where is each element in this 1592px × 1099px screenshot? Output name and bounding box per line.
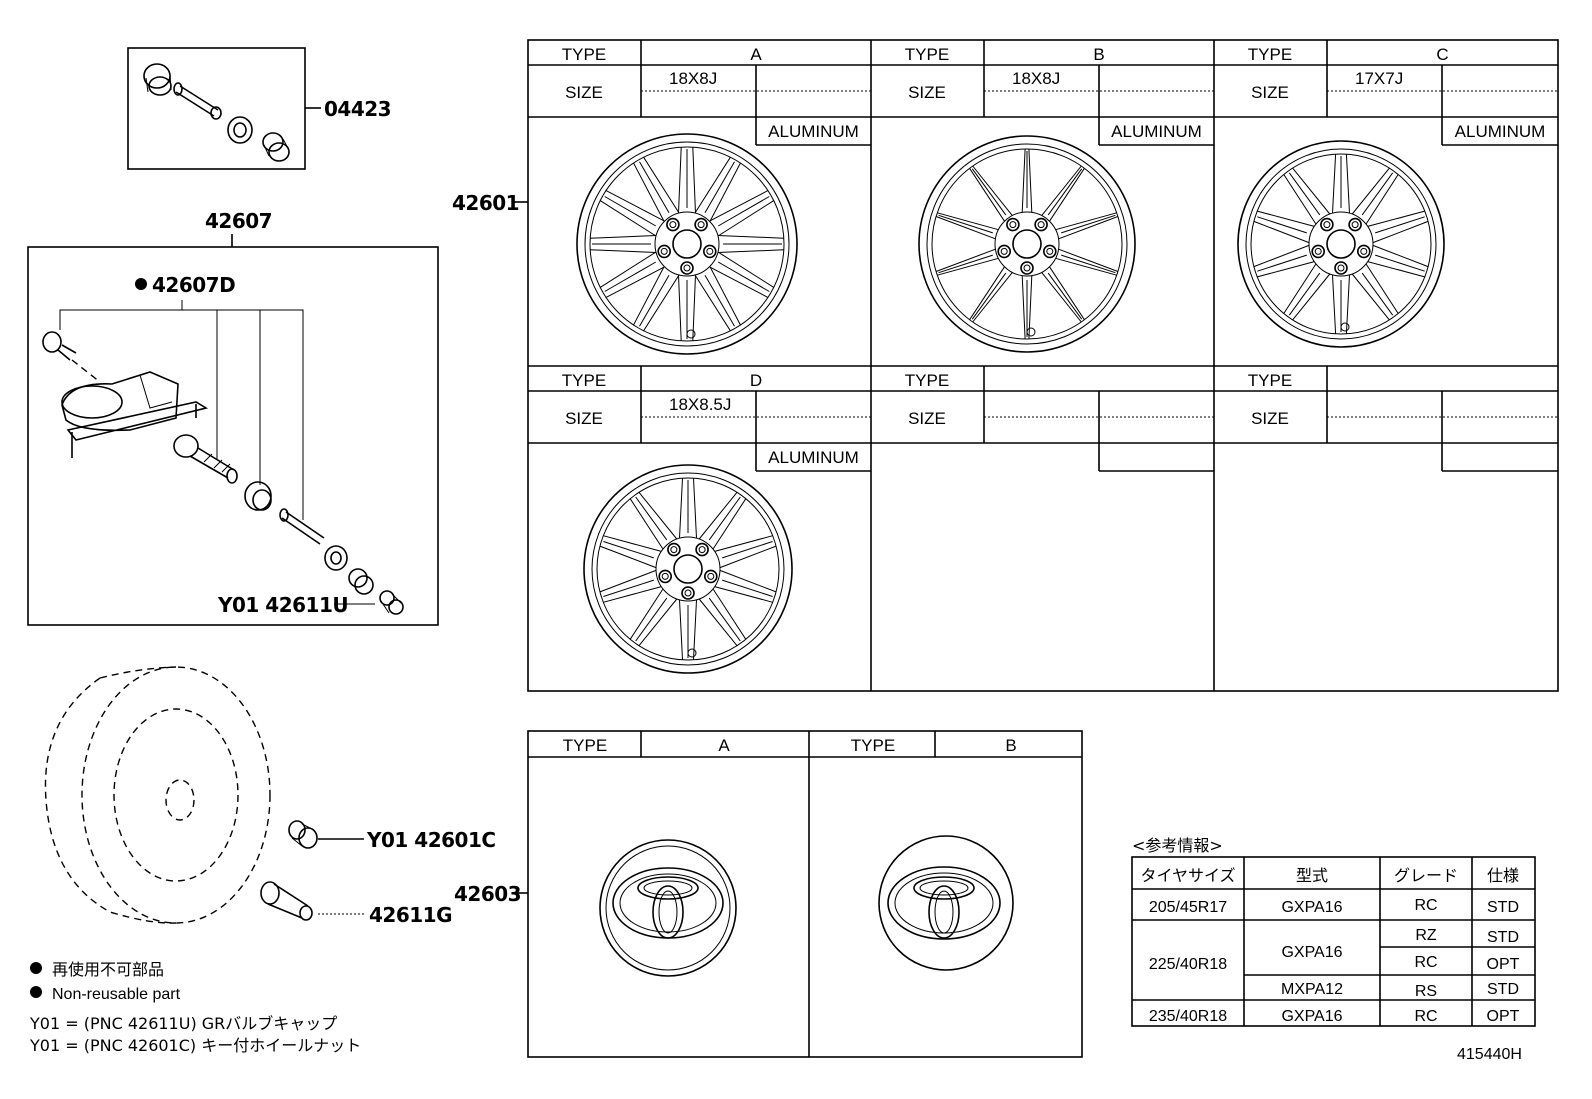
wheel-type-label: TYPE (562, 371, 606, 390)
ref-r0-model: GXPA16 (1281, 899, 1342, 916)
part-04423-label[interactable]: 04423 (324, 97, 392, 121)
cap-type-table (527, 730, 1083, 1058)
ref-r0-tire: 205/45R17 (1149, 899, 1227, 916)
ref-r2-grade: RC (1414, 954, 1437, 971)
wheel-type-label: TYPE (905, 45, 949, 64)
wheel-material-value: ALUMINUM (1455, 122, 1546, 141)
wheel-type-c (1237, 140, 1445, 348)
valve-kit-04423-box (127, 47, 321, 170)
wheel-type-label: TYPE (1248, 371, 1292, 390)
wheel-type-value: C (1436, 45, 1448, 64)
part-42611U-label[interactable]: Y01 42611U (217, 593, 349, 617)
wheel-type-label: TYPE (1248, 45, 1292, 64)
ref-r1-spec: STD (1487, 929, 1519, 946)
ref-r1-model: GXPA16 (1281, 944, 1342, 961)
non-reusable-marker (135, 278, 147, 290)
wheel-size-label: SIZE (565, 409, 603, 428)
wheel-size-value: 17X7J (1355, 69, 1403, 88)
sensor-assy-box (27, 246, 439, 626)
ref-r4-tire: 235/40R18 (1149, 1008, 1227, 1025)
tpms-valve-stem (173, 434, 238, 484)
ref-r4-spec: OPT (1487, 1008, 1520, 1025)
wheel-type-value: B (1093, 45, 1104, 64)
ref-r1-tire: 225/40R18 (1149, 956, 1227, 973)
ref-header-spec: 仕様 (1487, 866, 1519, 885)
ref-r4-grade: RC (1414, 1008, 1437, 1025)
y01-note-1: Y01 = (PNC 42611U) GRバルブキャップ (29, 1014, 337, 1033)
non-reusable-jp: 再使用不可部品 (52, 960, 164, 979)
cap-type-a: A (718, 736, 730, 755)
wheel-size-value: 18X8J (1012, 69, 1060, 88)
sensor-screw (42, 331, 101, 383)
cap-type-label-a: TYPE (563, 736, 607, 755)
ref-r3-grade: RS (1415, 983, 1437, 1000)
ref-r2-spec: OPT (1487, 956, 1520, 973)
wheel-size-value: 18X8J (669, 69, 717, 88)
part-42611G-label[interactable]: 42611G (369, 903, 453, 927)
ref-r4-model: GXPA16 (1281, 1008, 1342, 1025)
ref-r1-grade: RZ (1415, 927, 1437, 944)
valve-42611G (260, 881, 313, 921)
wheel-size-label: SIZE (1251, 409, 1289, 428)
y01-note-2: Y01 = (PNC 42601C) キー付ホイールナット (29, 1036, 361, 1055)
cap-type-b: B (1005, 736, 1016, 755)
wheel-material-value: ALUMINUM (768, 448, 859, 467)
wheel-type-table (527, 39, 1559, 692)
wheel-material-value: ALUMINUM (1111, 122, 1202, 141)
wheel-size-value: 18X8.5J (669, 395, 731, 414)
ref-header-tire: タイヤサイズ (1140, 866, 1235, 885)
tpms-sensor (61, 371, 209, 458)
wheel-size-label: SIZE (565, 83, 603, 102)
lock-nut (288, 820, 318, 849)
wheel-type-d (583, 464, 793, 674)
non-reusable-en: Non-reusable part (52, 986, 181, 1003)
wheel-type-a (576, 133, 798, 355)
part-42601-label[interactable]: 42601 (452, 191, 520, 215)
ref-header-model: 型式 (1296, 866, 1328, 885)
wheel-material-value: ALUMINUM (768, 122, 859, 141)
ref-info-table (1131, 856, 1536, 1027)
wheel-size-label: SIZE (1251, 83, 1289, 102)
wheel-size-label: SIZE (908, 409, 946, 428)
ref-r3-spec: STD (1487, 981, 1519, 998)
ref-r0-grade: RC (1414, 897, 1437, 914)
wheel-type-b (918, 135, 1136, 353)
part-42607D-label[interactable]: 42607D (152, 273, 236, 297)
part-42603-label[interactable]: 42603 (454, 882, 522, 906)
wheel-type-label: TYPE (905, 371, 949, 390)
wheel-type-value: A (750, 45, 762, 64)
cap-type-label-b: TYPE (851, 736, 895, 755)
center-cap-b (878, 835, 1014, 971)
ref-header-grade: グレード (1394, 866, 1458, 885)
center-cap-a (599, 839, 737, 977)
ref-r3-model: MXPA12 (1281, 981, 1343, 998)
part-42601C-label[interactable]: Y01 42601C (366, 828, 496, 852)
diagram-id: 415440H (1457, 1046, 1522, 1063)
wheel-type-value: D (750, 371, 762, 390)
part-42607-label[interactable]: 42607 (205, 209, 273, 233)
ref-info-title: <参考情報> (1132, 836, 1223, 855)
ref-r0-spec: STD (1487, 899, 1519, 916)
wheel-type-label: TYPE (562, 45, 606, 64)
tire-outline (44, 666, 271, 924)
wheel-size-label: SIZE (908, 83, 946, 102)
